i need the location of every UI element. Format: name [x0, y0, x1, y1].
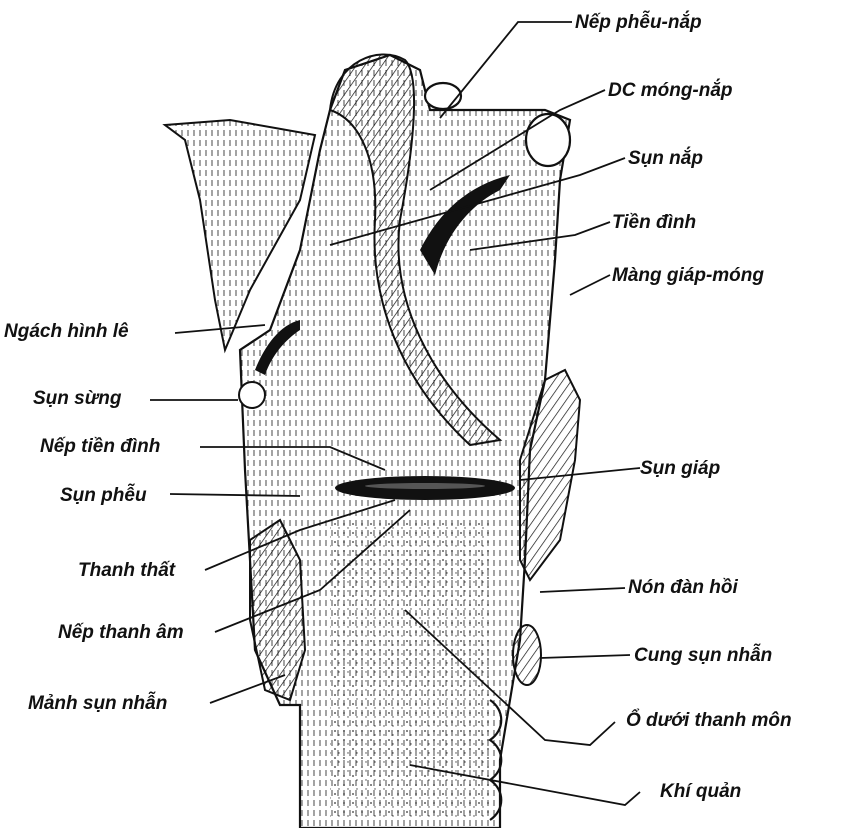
label-thanh-that: Thanh thất — [78, 561, 175, 580]
label-sun-pheu: Sụn phễu — [60, 486, 147, 505]
label-non-dan-hoi: Nón đàn hồi — [628, 578, 738, 597]
hyoid-bone-right — [526, 114, 570, 166]
label-tien-dinh: Tiền đình — [612, 213, 696, 232]
label-khi-quan: Khí quản — [660, 782, 741, 801]
label-nep-pheu-nap: Nếp phễu-nắp — [575, 13, 702, 32]
cricoid-arch — [513, 625, 541, 685]
label-nep-tien-dinh: Nếp tiền đình — [40, 437, 160, 456]
label-dc-mong-nap: DC móng-nắp — [608, 81, 733, 100]
hyoid-bone-left — [425, 83, 461, 109]
label-mang-giap-mong: Màng giáp-móng — [612, 266, 764, 285]
label-ngach-hinh-le: Ngách hình lê — [4, 322, 129, 341]
label-cung-sun-nhan: Cung sụn nhẫn — [634, 646, 772, 665]
label-o-duoi-thanh-mon: Ổ dưới thanh môn — [626, 711, 792, 730]
label-sun-nap: Sụn nắp — [628, 149, 703, 168]
label-manh-sun-nhan: Mảnh sụn nhẫn — [28, 694, 167, 713]
label-sun-sung: Sụn sừng — [33, 389, 122, 408]
corniculate — [239, 382, 265, 408]
label-nep-thanh-am: Nếp thanh âm — [58, 623, 184, 642]
glottis-highlight — [365, 483, 485, 489]
label-sun-giap: Sụn giáp — [640, 459, 720, 478]
